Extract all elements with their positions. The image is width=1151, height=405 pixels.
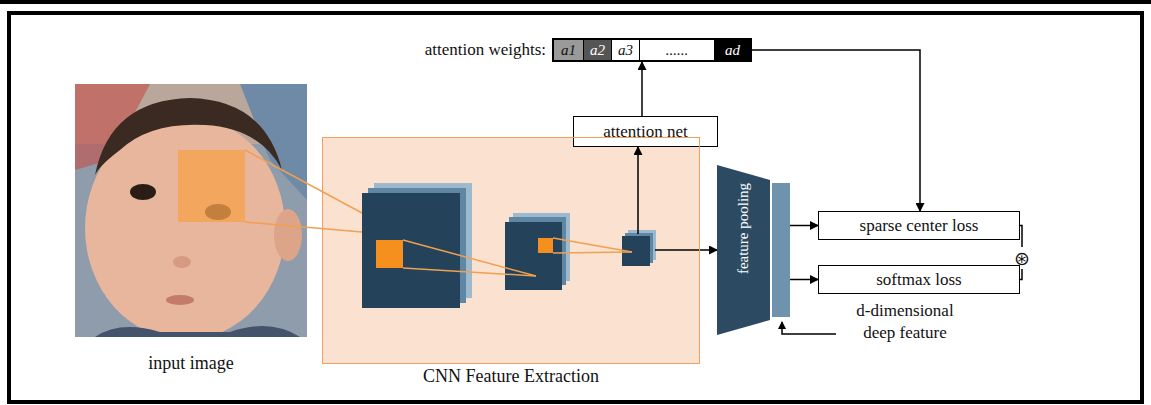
connector — [790, 279, 818, 281]
connector — [1020, 226, 1022, 248]
weight-cell: a2 — [584, 40, 612, 60]
feature-map-cube — [622, 230, 656, 266]
pooling-shape — [717, 165, 790, 335]
connector — [655, 249, 717, 251]
weight-bar: a1a2a3......ad — [552, 38, 752, 62]
image-caption: input image — [75, 352, 307, 375]
cnn-panel: CNN Feature Extraction — [322, 137, 700, 364]
feature-pooling: feature pooling — [717, 165, 790, 335]
box-label: attention net — [603, 122, 688, 142]
heading: attention weights: — [380, 40, 546, 60]
attention-net-box: attention net — [573, 116, 718, 147]
connector — [637, 147, 639, 234]
frame-top — [0, 0, 1151, 4]
pooling-label: feature pooling — [735, 182, 752, 273]
weight-cell: a3 — [612, 40, 640, 60]
weight-cell: ad — [715, 40, 750, 60]
loss-box: sparse center loss — [818, 211, 1020, 240]
feature-caption: d-dimensional deep feature — [842, 300, 968, 344]
combine-symbol: ⊛ — [1011, 247, 1033, 269]
baby-photo — [75, 84, 307, 337]
box-label: sparse center loss — [860, 216, 979, 236]
receptive-field-lines — [245, 150, 362, 232]
leader-arrow — [782, 322, 836, 334]
feature-map-cube — [505, 213, 570, 290]
loss-box: softmax loss — [818, 265, 1020, 294]
feature-map-cube — [362, 183, 472, 308]
attention-weights: attention weights: a1a2a3......ad — [380, 38, 752, 62]
box-label: softmax loss — [876, 270, 961, 290]
connector — [641, 62, 643, 116]
weight-cell: a1 — [554, 40, 584, 60]
combine-symbol-text: ⊛ — [1014, 247, 1030, 269]
weight-cell: ...... — [640, 40, 715, 60]
cnn-panel-fill — [322, 137, 700, 364]
connector — [790, 225, 818, 227]
frame — [9, 13, 1142, 402]
panel-heading: CNN Feature Extraction — [323, 366, 699, 387]
receptive-field-lines — [403, 238, 632, 276]
connector — [1020, 269, 1022, 280]
